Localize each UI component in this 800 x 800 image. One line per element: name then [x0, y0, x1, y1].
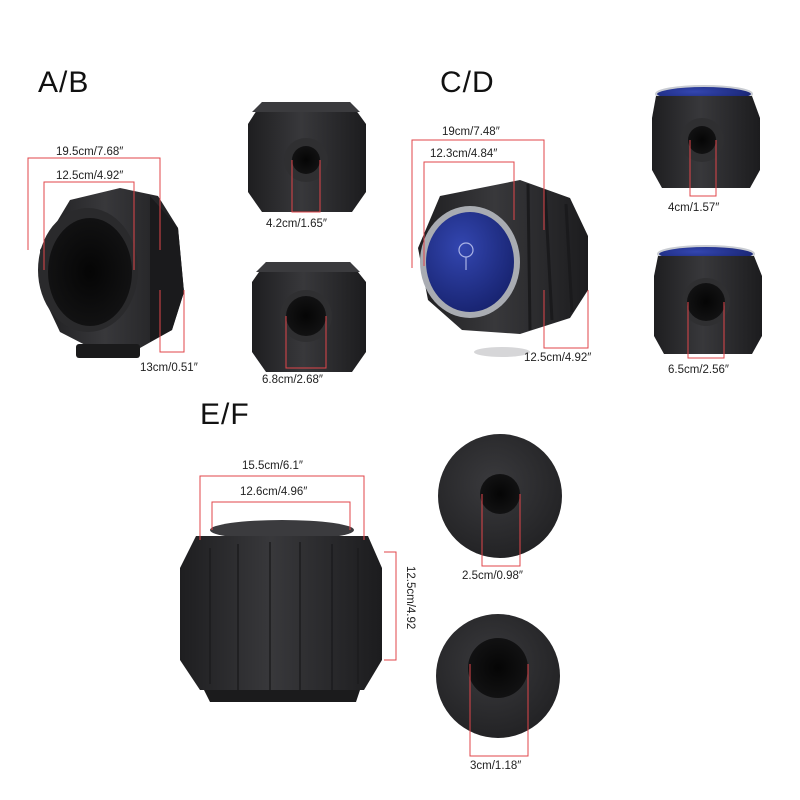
cd-main-foam [418, 180, 588, 357]
ef-main-foam [180, 520, 382, 702]
cd-measure-lines [411, 139, 589, 349]
ef-large-hole-label: 3cm/1.18″ [470, 760, 522, 772]
ab-small-hole-foam [248, 102, 366, 212]
cd-outer-width-label: 19cm/7.48″ [442, 126, 500, 138]
ab-inner-width-label: 12.5cm/4.92″ [56, 170, 124, 182]
cd-large-hole-foam [654, 245, 762, 354]
cd-inner-width-label: 12.3cm/4.84″ [430, 148, 498, 160]
cd-large-hole-label: 6.5cm/2.56″ [668, 364, 729, 376]
ef-inner-width-label: 12.6cm/4.96″ [240, 486, 308, 498]
ab-main-foam [38, 188, 184, 358]
ef-small-hole-foam [438, 434, 562, 558]
cd-small-hole-foam [652, 85, 760, 188]
ab-large-hole-foam [252, 262, 366, 372]
ab-small-hole-label: 4.2cm/1.65″ [266, 218, 327, 230]
cd-small-hole-label: 4cm/1.57″ [668, 202, 720, 214]
section-label-ab: A/B [38, 66, 90, 99]
ef-small-hole-label: 2.5cm/0.98″ [462, 570, 523, 582]
ef-large-hole-foam [436, 614, 560, 738]
ef-measure-lines [199, 475, 397, 661]
ef-height-label: 12.5cm/4.92 [404, 566, 416, 630]
ab-outer-width-label: 19.5cm/7.68″ [56, 146, 124, 158]
ab-large-hole-label: 6.8cm/2.68″ [262, 374, 323, 386]
cd-height-label: 12.5cm/4.92″ [524, 352, 592, 364]
ab-height-label: 13cm/0.51″ [140, 362, 198, 374]
section-label-ef: E/F [200, 398, 250, 431]
section-label-cd: C/D [440, 66, 495, 99]
ef-outer-width-label: 15.5cm/6.1″ [242, 460, 303, 472]
ab-measure-lines [27, 157, 185, 353]
